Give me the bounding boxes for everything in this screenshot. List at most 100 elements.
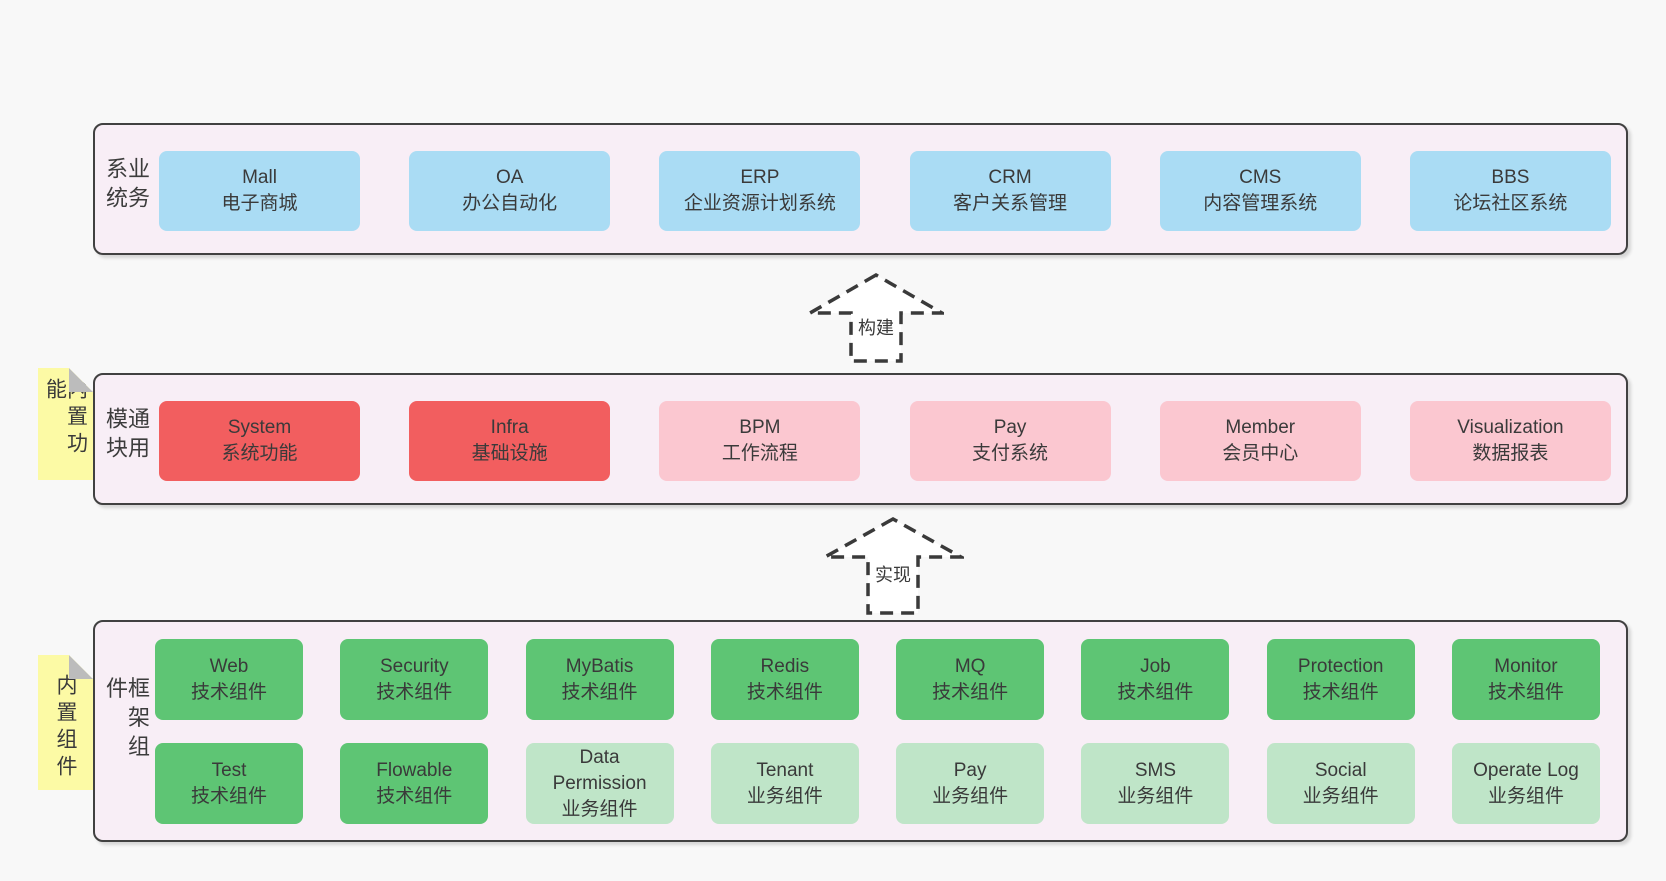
- module-name-zh: 业务组件: [561, 798, 638, 820]
- module-box-pay: Pay 业务组件: [896, 743, 1045, 824]
- module-name-zh: 技术组件: [376, 785, 453, 807]
- module-name-zh: 业务组件: [1487, 785, 1564, 807]
- module-box-bbs: BBS 论坛社区系统: [1409, 151, 1611, 231]
- module-name-zh: 技术组件: [932, 681, 1009, 703]
- module-name-en: BPM: [739, 417, 781, 438]
- module-box-security: Security 技术组件: [340, 639, 489, 720]
- module-box-sms: SMS 业务组件: [1081, 743, 1230, 824]
- sticky-built-in-features: 内置功能: [38, 368, 93, 480]
- sticky-built-in-components: 内置组件: [38, 655, 93, 790]
- module-name-en: Flowable: [376, 759, 453, 781]
- module-box-data-permission: Data Permission 业务组件: [525, 743, 674, 824]
- module-box-visualization: Visualization 数据报表: [1409, 401, 1611, 481]
- module-name-zh: 系统功能: [221, 443, 298, 464]
- module-name-en: System: [227, 417, 292, 438]
- module-name-en: Pay: [993, 417, 1027, 438]
- module-name-zh: 业务组件: [1302, 785, 1379, 807]
- module-name-en: Data Permission: [552, 746, 647, 794]
- module-name-zh: 论坛社区系统: [1453, 193, 1568, 214]
- implement-arrow: 实现: [822, 516, 964, 616]
- band-label-common-modules: 通用模块: [103, 407, 150, 465]
- module-box-flowable: Flowable 技术组件: [340, 743, 489, 824]
- module-name-zh: 支付系统: [972, 443, 1049, 464]
- module-name-en: Operate Log: [1473, 759, 1579, 781]
- module-box-protection: Protection 技术组件: [1266, 639, 1415, 720]
- module-name-en: Visualization: [1457, 417, 1564, 438]
- module-name-zh: 电子商城: [221, 193, 298, 214]
- module-name-zh: 技术组件: [1487, 681, 1564, 703]
- sticky-built-in-features-label: 内置功能: [43, 378, 88, 459]
- module-name-zh: 办公自动化: [462, 193, 558, 214]
- sticky-fold-corner-icon: [69, 368, 93, 392]
- module-name-en: Infra: [490, 417, 529, 438]
- module-name-zh: 技术组件: [1117, 681, 1194, 703]
- module-name-en: Member: [1225, 417, 1296, 438]
- module-name-en: Security: [379, 655, 449, 677]
- module-name-en: Job: [1140, 655, 1171, 677]
- module-box-monitor: Monitor 技术组件: [1451, 639, 1600, 720]
- module-box-bpm: BPM 工作流程: [659, 401, 861, 481]
- module-box-pay: Pay 支付系统: [909, 401, 1111, 481]
- module-name-zh: 技术组件: [746, 681, 823, 703]
- module-name-zh: 工作流程: [721, 443, 798, 464]
- module-name-en: ERP: [740, 167, 780, 188]
- module-box-test: Test 技术组件: [155, 743, 303, 824]
- module-name-zh: 技术组件: [1302, 681, 1379, 703]
- module-name-zh: 技术组件: [190, 785, 267, 807]
- module-name-zh: 客户关系管理: [953, 193, 1068, 214]
- module-name-en: Web: [209, 655, 249, 677]
- module-box-cms: CMS 内容管理系统: [1159, 151, 1361, 231]
- module-name-zh: 技术组件: [376, 681, 453, 703]
- module-name-zh: 业务组件: [1117, 785, 1194, 807]
- module-name-zh: 技术组件: [561, 681, 638, 703]
- module-name-en: CMS: [1239, 167, 1282, 188]
- module-box-tenant: Tenant 业务组件: [710, 743, 859, 824]
- module-name-en: BBS: [1491, 167, 1530, 188]
- module-name-en: CRM: [988, 167, 1032, 188]
- module-name-en: MyBatis: [565, 655, 634, 677]
- module-name-zh: 内容管理系统: [1203, 193, 1318, 214]
- band-label-business-systems: 业务系统: [103, 157, 150, 215]
- module-box-system: System 系统功能: [159, 401, 360, 481]
- build-arrow: 构建: [808, 272, 944, 364]
- module-name-en: SMS: [1134, 759, 1176, 781]
- common-modules-row: System 系统功能 Infra 基础设施 BPM 工作流程 Pay 支付系统 Member 会…: [159, 401, 1611, 481]
- module-box-mall: Mall 电子商城: [159, 151, 360, 231]
- module-name-en: Monitor: [1494, 655, 1558, 677]
- module-name-en: Test: [211, 759, 247, 781]
- band-common-modules: 通用模块 System 系统功能 Infra 基础设施 BPM 工作流程 Pay 支付系统 Me…: [93, 373, 1628, 505]
- module-name-en: Protection: [1297, 655, 1384, 677]
- module-name-en: MQ: [954, 655, 986, 677]
- module-name-zh: 数据报表: [1472, 443, 1549, 464]
- module-name-zh: 业务组件: [932, 785, 1009, 807]
- module-box-crm: CRM 客户关系管理: [909, 151, 1111, 231]
- band-label-framework-components: 框架组件: [103, 676, 150, 764]
- module-box-redis: Redis 技术组件: [710, 639, 859, 720]
- module-box-infra: Infra 基础设施: [409, 401, 611, 481]
- module-name-zh: 技术组件: [190, 681, 267, 703]
- module-box-member: Member 会员中心: [1159, 401, 1361, 481]
- module-name-en: Redis: [760, 655, 810, 677]
- module-name-en: Mall: [242, 167, 277, 188]
- module-name-zh: 业务组件: [746, 785, 823, 807]
- module-box-job: Job 技术组件: [1081, 639, 1230, 720]
- module-name-zh: 基础设施: [471, 443, 548, 464]
- module-box-mq: MQ 技术组件: [896, 639, 1045, 720]
- module-name-en: Pay: [953, 759, 987, 781]
- module-box-mybatis: MyBatis 技术组件: [525, 639, 674, 720]
- module-box-social: Social 业务组件: [1266, 743, 1415, 824]
- module-name-en: OA: [495, 167, 524, 188]
- sticky-fold-corner-icon: [69, 655, 93, 679]
- module-name-en: Social: [1314, 759, 1367, 781]
- module-name-zh: 会员中心: [1222, 443, 1299, 464]
- module-name-en: Tenant: [756, 759, 814, 781]
- module-box-web: Web 技术组件: [155, 639, 303, 720]
- module-box-operate-log: Operate Log 业务组件: [1451, 743, 1600, 824]
